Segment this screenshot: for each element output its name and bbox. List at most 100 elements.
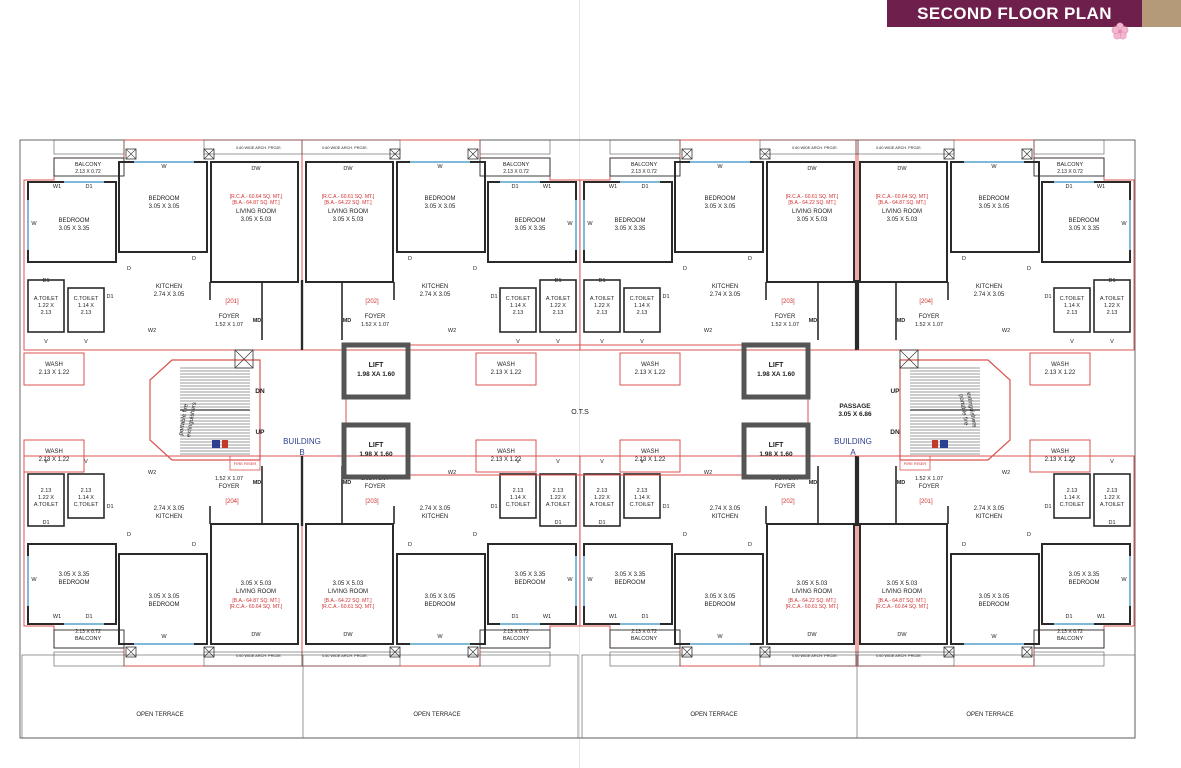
attached-toilet-label-wrap: A.TOILET bbox=[34, 502, 59, 508]
attached-toilet-dim-wrap: 2.13 bbox=[597, 310, 608, 316]
common-toilet-label: C.TOILET bbox=[1060, 296, 1085, 302]
attached-toilet-room bbox=[539, 279, 577, 333]
page-title: SECOND FLOOR PLAN bbox=[887, 0, 1142, 27]
kitchen-dim-wrap: 2.74 X 3.05 bbox=[420, 292, 451, 298]
kitchen-dim: 2.74 X 3.05 bbox=[420, 506, 451, 512]
unit-ba-area-wrap: [B.A.- 64.22 SQ. MT.] bbox=[324, 200, 372, 206]
wash-room bbox=[475, 439, 537, 473]
foyer-label: FOYER bbox=[219, 314, 240, 320]
window-w2-label-wrap: W2 bbox=[148, 328, 156, 334]
window-w2-label: W2 bbox=[704, 328, 712, 334]
ventilator-label-wrap: V bbox=[600, 459, 604, 465]
lift-shaft bbox=[341, 342, 411, 400]
balcony-dim: 2.13 X 0.72 bbox=[503, 629, 529, 635]
staircase-b bbox=[149, 359, 261, 461]
door-d-label-wrap: D bbox=[473, 532, 477, 538]
attached-toilet-label-wrap: A.TOILET bbox=[1100, 296, 1125, 302]
attached-toilet-label-wrap: A.TOILET bbox=[590, 296, 615, 302]
wash-room bbox=[619, 352, 681, 386]
ventilator-label: V bbox=[556, 339, 560, 345]
wash-room bbox=[1029, 352, 1091, 386]
door-d1-label: D1 bbox=[641, 184, 648, 190]
window-w-label: W bbox=[31, 221, 37, 227]
bedroom-dim: 3.05 X 3.35 bbox=[615, 226, 646, 232]
shaft-box bbox=[125, 646, 137, 658]
unit-rca-area-wrap: [R.C.A.- 60.61 SQ. MT.] bbox=[322, 604, 375, 610]
bedroom-label-wrap: BEDROOM bbox=[148, 602, 179, 608]
common-toilet-dim-wrap: 2.13 bbox=[637, 488, 648, 494]
door-d1-label-wrap: D1 bbox=[42, 520, 49, 526]
attached-toilet-dim-wrap: 1.22 X bbox=[38, 303, 54, 309]
window-w-label: W bbox=[587, 221, 593, 227]
door-d1-label: D1 bbox=[598, 278, 605, 284]
attached-toilet-dim-wrap: 1.22 X bbox=[38, 495, 54, 501]
door-dw-label-wrap: DW bbox=[897, 632, 907, 638]
bedroom-label-wrap: BEDROOM bbox=[58, 580, 89, 586]
balcony-dim-wrap: 2.13 X 0.72 bbox=[75, 629, 101, 635]
window-w2-label-wrap: W2 bbox=[448, 470, 456, 476]
fire-extinguisher-note: portable fire bbox=[178, 403, 190, 436]
kitchen-label-wrap: KITCHEN bbox=[156, 514, 182, 520]
stair-down-label: DN bbox=[255, 388, 265, 395]
arch-projection bbox=[301, 651, 401, 667]
unit-rca-area-wrap: [R.C.A.- 60.61 SQ. MT.] bbox=[786, 194, 839, 200]
door-d1-label-wrap: D1 bbox=[1044, 504, 1051, 510]
balcony-dim: 2.13 X 0.72 bbox=[631, 629, 657, 635]
window-w-label: W bbox=[161, 164, 167, 170]
lift-shaft-dim: 1.98 X 1.60 bbox=[759, 451, 793, 458]
arch-projection-label: 0.60 WIDE ARCH. PROJE. bbox=[876, 146, 922, 150]
ventilator-label: V bbox=[1070, 339, 1074, 345]
wash-room-dim: 2.13 X 1.22 bbox=[635, 370, 666, 376]
bedroom-label-wrap: BEDROOM bbox=[978, 196, 1009, 202]
living-room-dim-wrap: 3.05 X 5.03 bbox=[797, 217, 828, 223]
ventilator-label-wrap: V bbox=[44, 339, 48, 345]
attached-toilet-label-wrap: A.TOILET bbox=[546, 502, 571, 508]
door-d-label-wrap: D bbox=[192, 256, 196, 262]
door-d1-label-wrap: D1 bbox=[641, 614, 648, 620]
fire-extinguisher-icon bbox=[212, 440, 220, 448]
bedroom-dim-wrap: 3.05 X 3.05 bbox=[979, 594, 1010, 600]
window-w1-label: W1 bbox=[53, 184, 61, 190]
ventilator-label-wrap: V bbox=[1070, 459, 1074, 465]
common-toilet-dim-wrap: 2.13 bbox=[81, 488, 92, 494]
living-room-label: LIVING ROOM bbox=[236, 589, 276, 595]
living-room-label: LIVING ROOM bbox=[882, 209, 922, 215]
ventilator-label: V bbox=[640, 459, 644, 465]
window-w2-label: W2 bbox=[148, 328, 156, 334]
door-d1-label-wrap: D1 bbox=[106, 294, 113, 300]
window-w2-label-wrap: W2 bbox=[704, 328, 712, 334]
shaft-box-b bbox=[681, 148, 693, 160]
door-d1-label: D1 bbox=[1108, 520, 1115, 526]
door-d1-label: D1 bbox=[511, 614, 518, 620]
bedroom-dim-wrap: 3.05 X 3.35 bbox=[59, 572, 90, 578]
door-d1-label-wrap: D1 bbox=[598, 520, 605, 526]
ventilator-label: V bbox=[516, 459, 520, 465]
attached-toilet-dim: 1.22 X bbox=[594, 495, 610, 501]
window-w-label: W bbox=[161, 634, 167, 640]
staircase-b-outline bbox=[149, 359, 261, 461]
arch-projection bbox=[855, 139, 955, 155]
unit-rca-area-wrap: [R.C.A.- 60.61 SQ. MT.] bbox=[322, 194, 375, 200]
window-w2-label-wrap: W2 bbox=[1002, 470, 1010, 476]
common-toilet-dim-wrap: 2.13 bbox=[1067, 488, 1078, 494]
attached-toilet-label: A.TOILET bbox=[590, 296, 615, 302]
door-d-label-wrap: D bbox=[962, 542, 966, 548]
bedroom-dim-wrap: 3.05 X 3.35 bbox=[59, 226, 90, 232]
attached-toilet-dim-wrap: 2.13 bbox=[553, 488, 564, 494]
attached-toilet-dim-wrap: 2.13 bbox=[1107, 488, 1118, 494]
ventilator-label: V bbox=[44, 459, 48, 465]
attached-toilet-dim-wrap: 2.13 bbox=[597, 488, 608, 494]
duct-shaft-box bbox=[899, 349, 919, 369]
foyer-dim: 1.52 X 1.07 bbox=[215, 476, 243, 482]
window-w-label-wrap: W bbox=[437, 164, 443, 170]
common-toilet-dim: 1.14 X bbox=[78, 303, 94, 309]
window-w-label: W bbox=[587, 577, 593, 583]
kitchen-dim: 2.74 X 3.05 bbox=[420, 292, 451, 298]
stair-up-label: UP bbox=[890, 388, 900, 395]
lift-shaft-label: LIFT bbox=[769, 362, 784, 369]
balcony-dim: 2.13 X 0.72 bbox=[75, 629, 101, 635]
attached-toilet-label-wrap: A.TOILET bbox=[34, 296, 59, 302]
foyer-dim-wrap: 1.52 X 1.07 bbox=[915, 322, 943, 328]
unit-number: [201] bbox=[919, 499, 933, 505]
